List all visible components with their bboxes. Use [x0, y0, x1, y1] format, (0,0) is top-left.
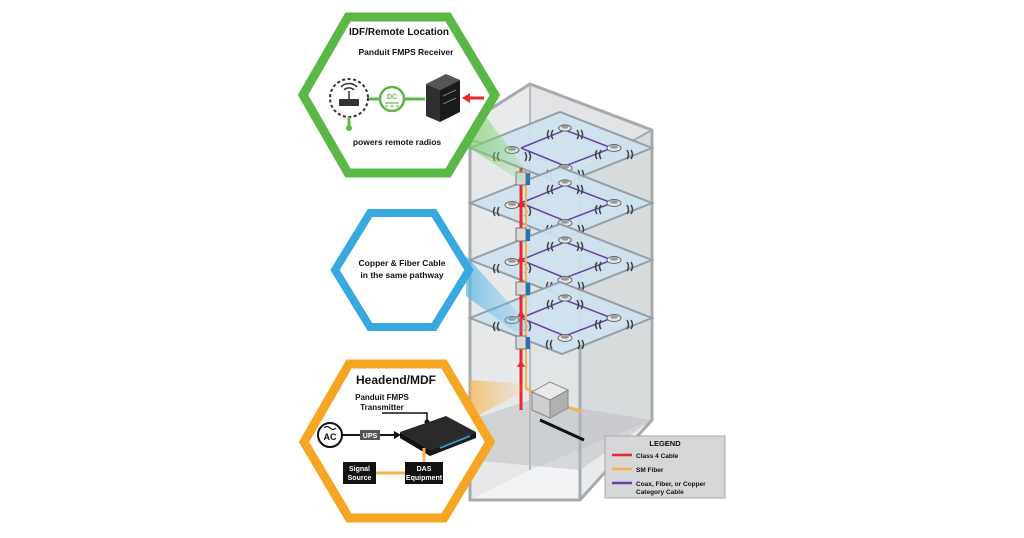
- wifi-antenna-icon: [546, 294, 584, 310]
- idf-receiver-label: Panduit FMPS Receiver: [359, 47, 455, 57]
- wifi-antenna-icon: [546, 179, 584, 195]
- svg-text:Signal: Signal: [349, 466, 370, 473]
- ups-box: [360, 430, 380, 440]
- svg-text:AC: AC: [324, 432, 337, 442]
- pathway-panel: Copper & Fiber Cable in the same pathway: [330, 209, 474, 331]
- svg-text:Equipment: Equipment: [406, 475, 443, 482]
- idf-title: IDF/Remote Location: [349, 27, 449, 38]
- riser-arrow: [517, 255, 525, 262]
- wifi-antenna-icon: [594, 314, 634, 330]
- wifi-antenna-icon: [546, 124, 584, 140]
- legend-label-class4: Class 4 Cable: [636, 453, 679, 460]
- pathway-hexagon: [330, 209, 474, 331]
- orange-beam: [470, 380, 526, 420]
- wifi-antenna-icon: [594, 199, 634, 215]
- fmps-transmitter-icon: [400, 416, 476, 456]
- legend-box: [604, 435, 726, 499]
- headend-title: Headend/MDF: [356, 373, 436, 387]
- headend-panel: Headend/MDF Panduit FMPS Transmitter AC …: [298, 359, 496, 523]
- legend-label-coax-2: Category Cable: [636, 489, 684, 496]
- wifi-radio-icon: [329, 78, 369, 118]
- wifi-antenna-icon: [545, 334, 585, 350]
- riser-arrow: [517, 200, 525, 207]
- pathway-line2: in the same pathway: [360, 270, 443, 280]
- wifi-antenna-icon: [546, 236, 584, 252]
- svg-text:DAS: DAS: [417, 466, 432, 473]
- fmps-receiver-icon: [426, 74, 460, 122]
- legend-title: LEGEND: [649, 439, 681, 448]
- svg-text:DC: DC: [387, 94, 397, 101]
- ground-cable: [539, 418, 585, 442]
- legend: LEGEND Class 4 Cable SM Fiber Coax, Fibe…: [604, 435, 726, 499]
- riser-receiver-box: [515, 227, 530, 242]
- floor-plate: [467, 280, 655, 356]
- transmitter-label-2: Transmitter: [360, 403, 404, 412]
- signal-source-box: [343, 462, 376, 484]
- riser: [515, 168, 585, 442]
- transmitter-label-1: Panduit FMPS: [355, 393, 409, 402]
- ground-plate: [470, 400, 652, 470]
- legend-label-coax: Coax, Fiber, or Copper: [636, 481, 706, 488]
- wifi-antenna-icon: [594, 256, 634, 272]
- headend-cube: [530, 381, 570, 419]
- dc-badge: DC: [378, 85, 406, 113]
- svg-text:Source: Source: [348, 475, 372, 482]
- pathway-line1: Copper & Fiber Cable: [359, 258, 446, 268]
- wifi-antenna-icon: [594, 144, 634, 160]
- blue-beam: [466, 256, 532, 334]
- floor-plate: [467, 222, 655, 298]
- idf-panel: IDF/Remote Location Panduit FMPS Receive…: [297, 12, 501, 178]
- das-equipment-box: [405, 462, 443, 484]
- riser-receiver-box: [515, 335, 530, 350]
- riser-arrow: [517, 360, 525, 367]
- legend-label-fiber: SM Fiber: [636, 467, 664, 474]
- riser-receiver-box: [515, 281, 530, 296]
- ups-label: UPS: [363, 433, 378, 440]
- idf-caption: powers remote radios: [353, 137, 442, 147]
- ac-power-icon: AC: [317, 422, 343, 448]
